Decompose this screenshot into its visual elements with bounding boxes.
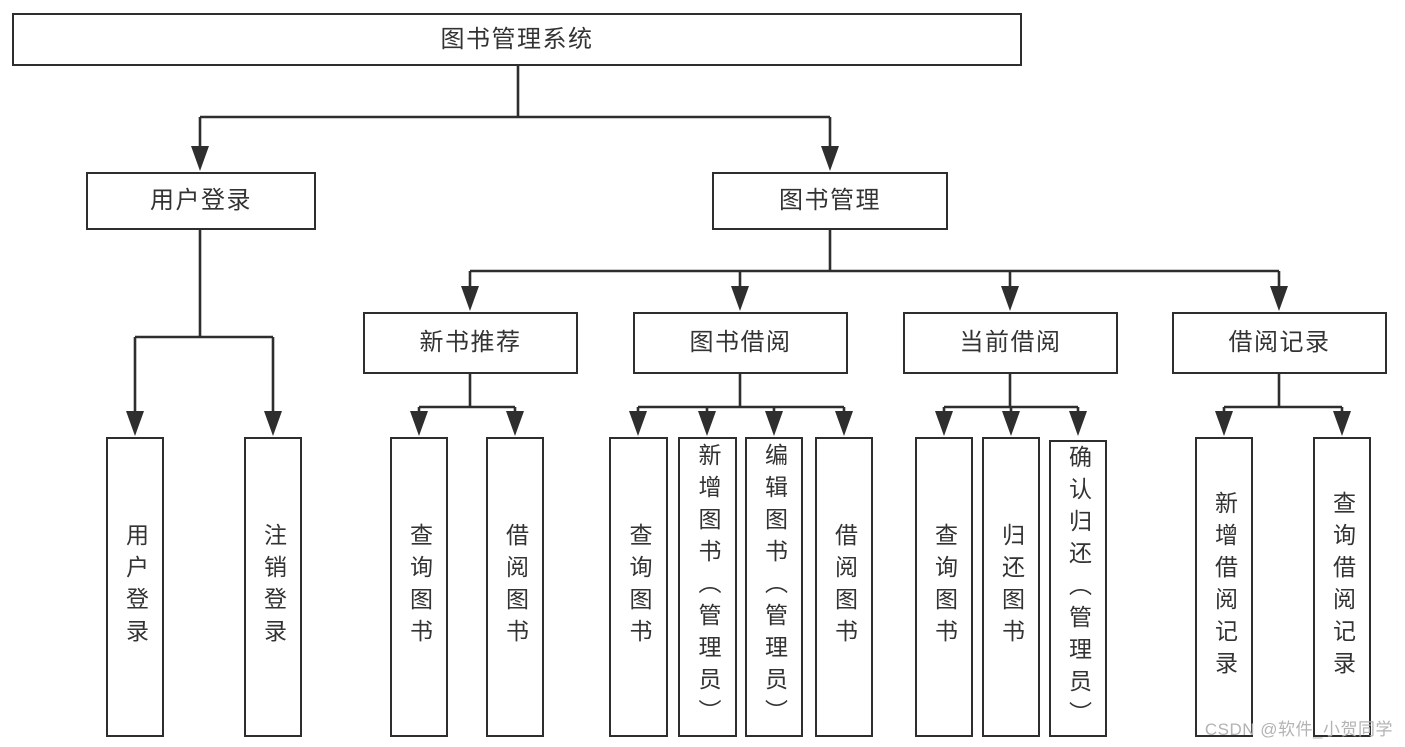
connector-root-to-level2 [191,64,839,171]
leaf-query-books-current-label: 查询图书 [931,523,958,651]
leaf-edit-book-admin: 编辑图书（管理员） [745,437,803,737]
leaf-query-books-recommend-label: 查询图书 [406,523,433,651]
leaf-query-borrow-record: 查询借阅记录 [1313,437,1371,737]
leaf-query-books-borrow-label: 查询图书 [626,523,652,651]
leaf-add-borrow-record: 新增借阅记录 [1195,437,1253,737]
connector-newbook-to-leaves [410,373,524,436]
connector-borrow-to-leaves [629,373,853,436]
leaf-query-books-borrow: 查询图书 [609,437,668,737]
leaf-edit-book-admin-label: 编辑图书（管理员） [761,443,788,731]
connector-bookmgmt-to-level3 [461,228,1288,311]
leaf-query-books-current: 查询图书 [915,437,973,737]
node-borrowing-records-label: 借阅记录 [1228,329,1331,356]
csdn-watermark: CSDN @软件_小贺同学 [1204,720,1393,739]
leaf-user-login: 用户登录 [106,437,164,737]
node-new-book-recommend: 新书推荐 [363,312,578,374]
node-current-borrowing: 当前借阅 [903,312,1118,374]
leaf-borrow-books-recommend: 借阅图书 [486,437,544,737]
leaf-borrow-books: 借阅图书 [815,437,873,737]
leaf-add-borrow-record-label: 新增借阅记录 [1211,491,1238,683]
leaf-borrow-books-recommend-label: 借阅图书 [502,523,529,651]
leaf-add-book-admin-label: 新增图书（管理员） [695,443,721,731]
node-library-management-system-label: 图书管理系统 [440,25,594,53]
leaf-logout-label: 注销登录 [260,523,287,651]
leaf-query-borrow-record-label: 查询借阅记录 [1329,491,1356,683]
leaf-borrow-books-label: 借阅图书 [831,523,858,651]
leaf-user-login-label: 用户登录 [122,523,149,651]
leaf-query-books-recommend: 查询图书 [390,437,448,737]
node-new-book-recommend-label: 新书推荐 [419,329,522,356]
leaf-confirm-return-admin-label: 确认归还（管理员） [1065,444,1092,733]
leaf-add-book-admin: 新增图书（管理员） [678,437,737,737]
node-current-borrowing-label: 当前借阅 [959,329,1062,356]
leaf-return-book-label: 归还图书 [998,523,1025,651]
node-user-login: 用户登录 [86,172,316,230]
node-book-borrowing-label: 图书借阅 [689,329,792,356]
leaf-logout: 注销登录 [244,437,302,737]
node-user-login-label: 用户登录 [150,187,252,214]
connector-current-to-leaves [935,373,1087,436]
node-borrowing-records: 借阅记录 [1172,312,1387,374]
leaf-confirm-return-admin: 确认归还（管理员） [1049,440,1107,737]
node-library-management-system: 图书管理系统 [12,13,1022,66]
node-book-borrowing: 图书借阅 [633,312,848,374]
leaf-return-book: 归还图书 [982,437,1040,737]
node-book-management: 图书管理 [712,172,948,230]
connector-records-to-leaves [1215,373,1351,436]
node-book-management-label: 图书管理 [779,187,881,214]
connector-userlogin-to-leaves [126,228,282,436]
